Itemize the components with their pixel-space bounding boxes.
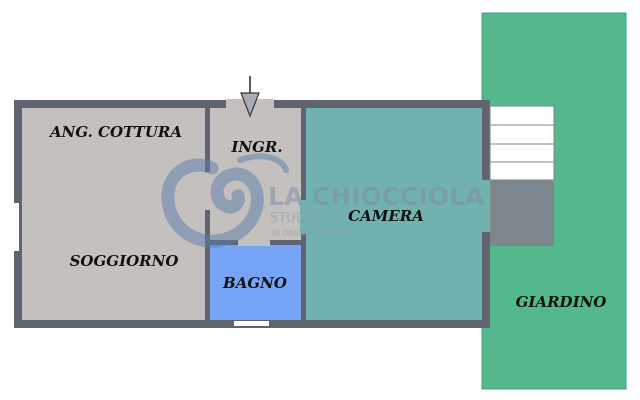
door-bedroom-garden [481,180,491,232]
label-garden: GIARDINO [516,293,607,311]
stair-step [489,161,555,181]
label-kitchen: ANG. COTTURA [48,123,182,141]
window-bathroom [234,321,269,326]
stair-step [489,124,555,145]
watermark-brand: LA CHIOCCIOLA [268,182,485,211]
watermark: LA CHIOCCIOLA STUDIO IM DI DANIELA BALDI… [161,153,485,248]
room-bedroom [306,108,482,320]
door-living-entrance [204,172,212,210]
window-west [14,203,20,251]
snail-logo-icon [161,153,289,248]
room-bathroom [210,245,301,320]
arrow-down-icon [240,76,260,118]
label-living: SOGGIORNO [70,252,179,270]
watermark-sub: STUDIO IM [270,211,339,226]
stair-step [489,105,555,126]
label-entrance: INGR. [230,138,282,156]
stair-step [489,143,555,163]
door-entrance-bedroom [300,200,307,234]
door-entrance-bathroom [238,239,270,246]
stair-landing [490,180,554,246]
window-west-frame [19,203,22,251]
label-bathroom: BAGNO [222,274,287,292]
label-bedroom: CAMERA [348,207,424,225]
watermark-owner: DI DANIELA BALDINI [272,229,348,238]
exterior-stairs [489,105,555,246]
